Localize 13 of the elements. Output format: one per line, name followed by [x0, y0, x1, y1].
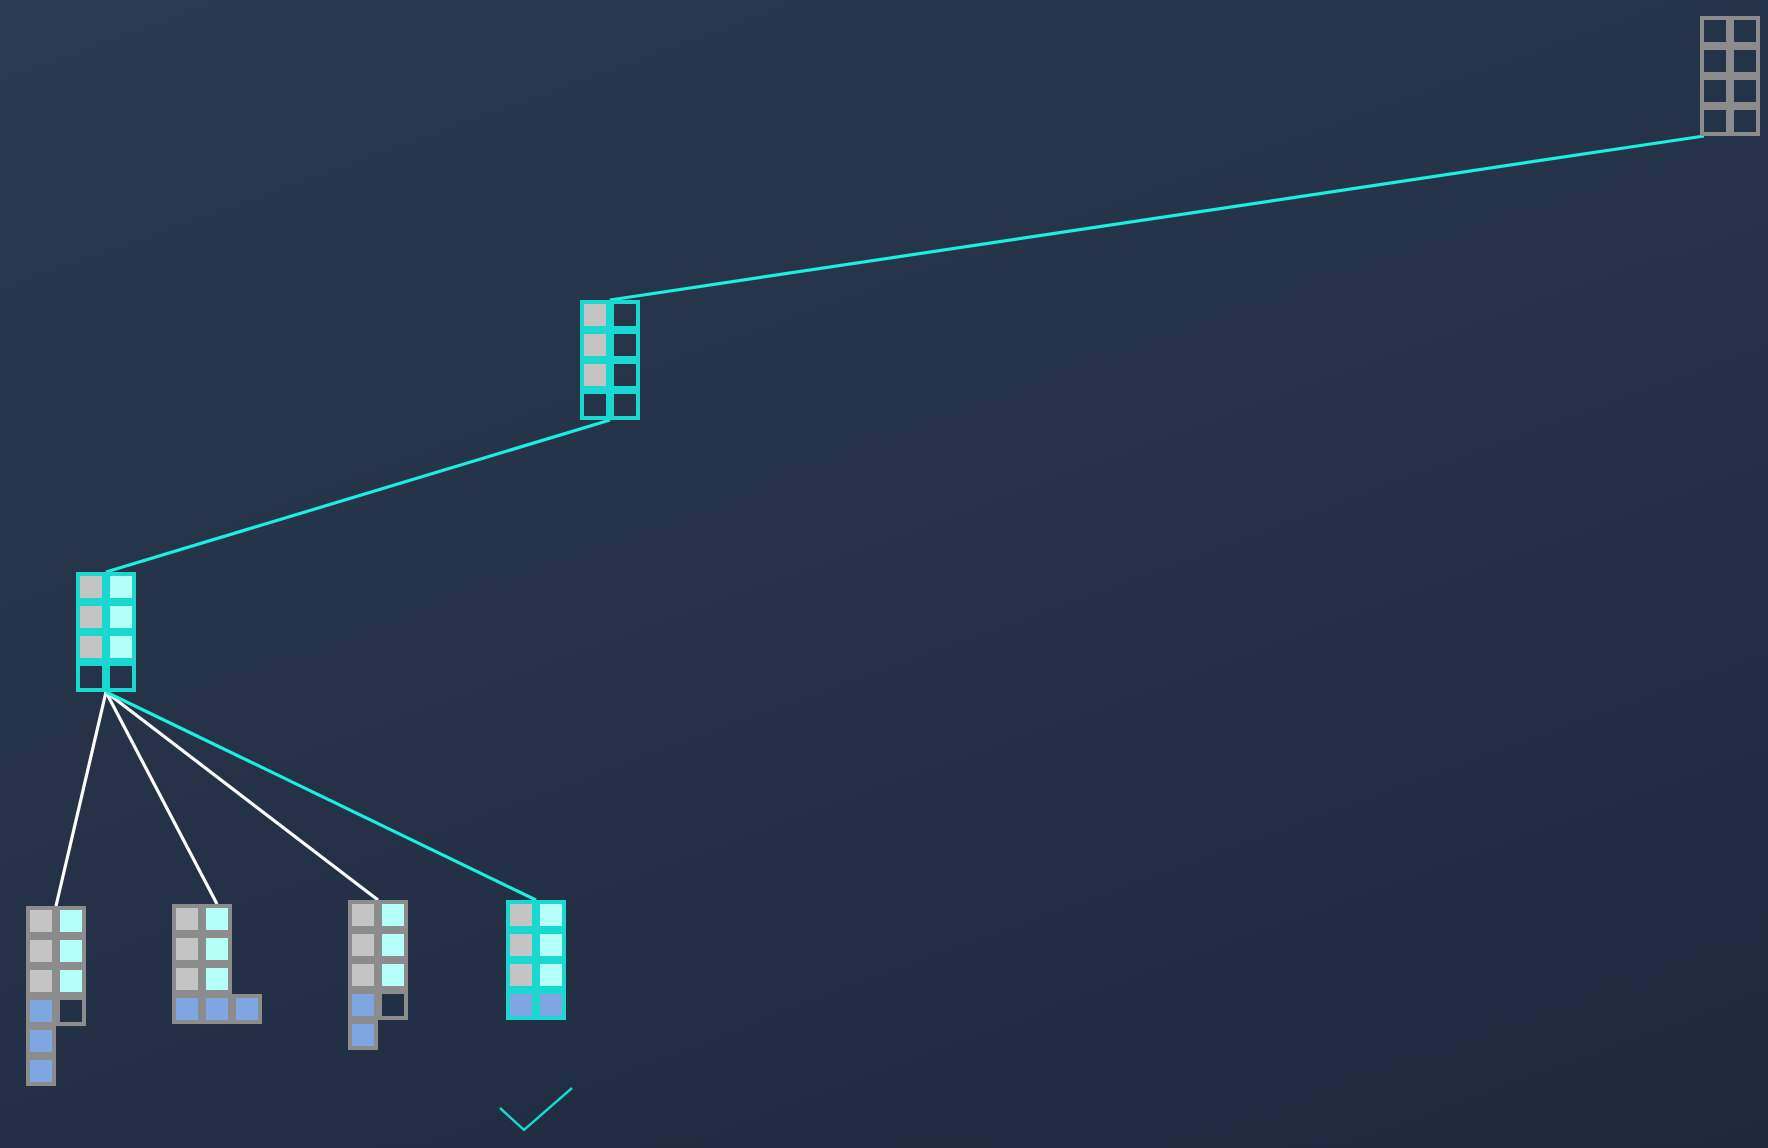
- connector-line: [54, 691, 108, 907]
- grid-node: [172, 904, 262, 1024]
- connector-line: [104, 691, 219, 905]
- grid-node: [506, 900, 566, 1020]
- connector-line: [105, 690, 379, 902]
- grid-node: [76, 572, 136, 692]
- connector-line: [105, 690, 537, 902]
- connector-line: [609, 134, 1705, 302]
- grid-node: [348, 900, 408, 1050]
- grid-node: [1700, 16, 1760, 136]
- grid-node: [26, 906, 86, 1086]
- connector-line: [105, 418, 611, 574]
- grid-node: [580, 300, 640, 420]
